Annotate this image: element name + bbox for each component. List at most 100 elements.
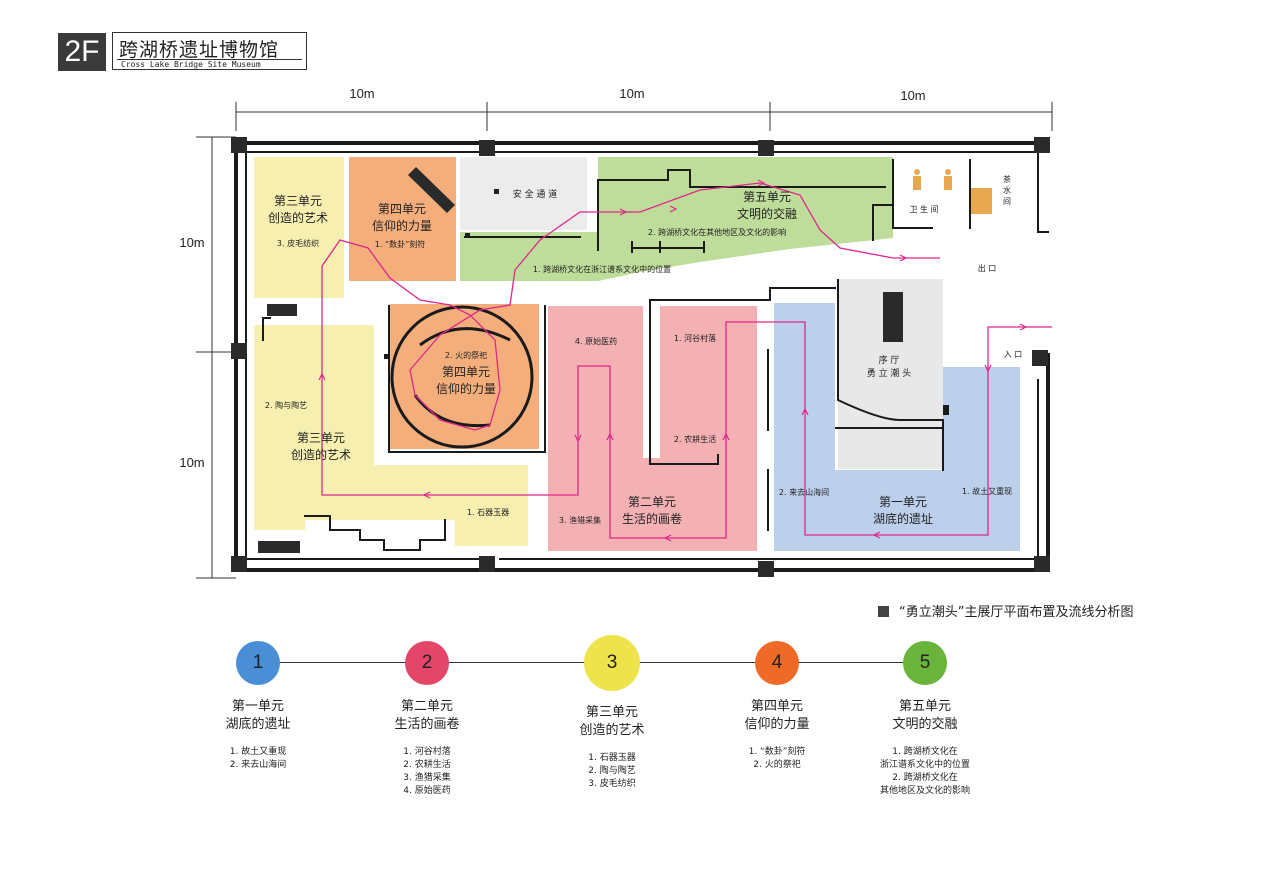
unit-item: 2. 陶与陶艺: [588, 766, 636, 776]
unit2-sub2: 2. 农耕生活: [674, 434, 716, 444]
museum-title-box: 跨湖桥遗址博物馆 Cross Lake Bridge Site Museum: [112, 32, 307, 70]
unit5-sub2: 2. 跨湖桥文化在其他地区及文化的影响: [648, 227, 786, 237]
unit1-title: 湖底的遗址: [873, 511, 933, 526]
unit-number-badge: 5: [903, 641, 947, 685]
zone-safety-passage: [460, 157, 587, 230]
unit-title: 信仰的力量: [744, 717, 810, 732]
timeline-unit-2: 2 第二单元生活的画卷 1. 河谷村落 2. 农耕生活 3. 渔猎采集 4. 原始医药: [337, 641, 517, 798]
unit5-title: 文明的交融: [737, 206, 797, 221]
unit-number-badge: 3: [584, 635, 640, 691]
tea-room-label: 茶 水 间: [1003, 174, 1011, 206]
display-cases: [384, 233, 949, 415]
unit3-upper-title: 创造的艺术: [268, 210, 328, 225]
exit-label: 出 口: [978, 263, 997, 273]
unit-items: 1. 石器玉器 2. 陶与陶艺 3. 皮毛纺织: [522, 752, 702, 791]
dim-top-3: 10m: [900, 88, 925, 103]
zone-unit1: [774, 303, 1020, 551]
zone-unit3-upper: [254, 157, 344, 298]
unit-item: 其他地区及文化的影响: [879, 786, 970, 796]
unit-item: 2. 火的祭祀: [753, 760, 801, 770]
unit-title: 湖底的遗址: [225, 717, 291, 732]
unit-name: 第一单元: [231, 699, 284, 714]
unit4-center-title: 信仰的力量: [436, 381, 496, 396]
floor-badge: 2F: [58, 33, 106, 71]
restroom-label: 卫 生 间: [909, 204, 938, 214]
unit-number-badge: 2: [405, 641, 449, 685]
unit2-name: 第二单元: [628, 495, 676, 509]
diagram-caption: “勇立潮头”主展厅平面布置及流线分析图: [878, 601, 1133, 620]
unit-item: 1. 跨湖桥文化在: [892, 747, 958, 757]
walls: [234, 141, 1050, 572]
tea-room-counter: [970, 188, 992, 214]
unit-item: 2. 来去山海间: [229, 760, 287, 770]
unit4-upper-sub: 1. “数卦”刻符: [375, 239, 425, 249]
dim-top-2: 10m: [619, 86, 644, 101]
dimension-lines: [196, 102, 1053, 579]
unit5-name: 第五单元: [743, 190, 791, 204]
unit3-upper-sub: 3. 皮毛纺织: [277, 238, 319, 248]
unit-name: 第五单元: [898, 699, 951, 714]
unit-item: 4. 原始医药: [403, 786, 451, 796]
unit4-center-sub: 2. 火的祭祀: [445, 350, 487, 360]
unit-title: 创造的艺术: [579, 723, 645, 738]
unit-title: 生活的画卷: [394, 717, 460, 732]
unit3-lower-sub2: 1. 石器玉器: [467, 508, 509, 517]
unit-item: 3. 皮毛纺织: [588, 779, 636, 789]
unit3-upper-name: 第三单元: [274, 194, 322, 208]
unit-item: 2. 跨湖桥文化在: [892, 773, 958, 783]
lobby-title: 勇 立 潮 头: [867, 367, 912, 379]
unit-items: 1. 跨湖桥文化在浙江谱系文化中的位置 2. 跨湖桥文化在其他地区及文化的影响: [835, 746, 1015, 798]
caption-marker: [878, 606, 889, 617]
title-divider: [117, 59, 302, 60]
unit-name: 第三单元: [585, 705, 638, 720]
lobby-name: 序 厅: [879, 354, 900, 366]
entrance-label: 入 口: [1004, 350, 1023, 359]
unit-item: 2. 农耕生活: [403, 760, 451, 770]
unit-item: 1. 石器玉器: [588, 753, 636, 763]
unit5-sub1: 1. 跨湖桥文化在浙江谱系文化中的位置: [533, 264, 671, 274]
caption-text: “勇立潮头”主展厅平面布置及流线分析图: [899, 605, 1134, 620]
museum-title: 跨湖桥遗址博物馆: [119, 39, 280, 61]
museum-subtitle: Cross Lake Bridge Site Museum: [121, 60, 261, 69]
unit2-title: 生活的画卷: [622, 511, 682, 526]
unit-number-badge: 4: [755, 641, 799, 685]
unit3-lower-title: 创造的艺术: [291, 447, 351, 462]
unit2-sub3: 3. 渔猎采集: [559, 515, 601, 525]
restroom-icons: [913, 169, 952, 190]
svg-text:水: 水: [1003, 185, 1011, 195]
unit-name: 第四单元: [750, 699, 803, 714]
zone-unit4-upper: [349, 157, 456, 281]
unit3-lower-name: 第三单元: [297, 431, 345, 445]
unit-item: 1. 河谷村落: [403, 747, 451, 757]
dim-left-2: 10m: [179, 455, 204, 470]
unit-items: 1. 故土又重现 2. 来去山海间: [168, 746, 348, 772]
unit-title: 文明的交融: [892, 717, 958, 732]
unit4-upper-title: 信仰的力量: [372, 218, 432, 233]
unit-name: 第二单元: [400, 699, 453, 714]
safety-passage-label: 安 全 通 道: [513, 188, 558, 200]
svg-text:间: 间: [1003, 197, 1011, 206]
unit2-sub4: 4. 原始医药: [575, 336, 617, 346]
unit-number-badge: 1: [236, 641, 280, 685]
unit2-sub1: 1. 河谷村落: [674, 333, 716, 343]
unit-item: 浙江谱系文化中的位置: [879, 760, 970, 770]
zone-unit2: [548, 306, 757, 551]
unit-items: 1. 河谷村落 2. 农耕生活 3. 渔猎采集 4. 原始医药: [337, 746, 517, 798]
unit1-name: 第一单元: [879, 495, 927, 509]
timeline-unit-3: 3 第三单元创造的艺术 1. 石器玉器 2. 陶与陶艺 3. 皮毛纺织: [522, 635, 702, 791]
unit-item: 1. 故土又重现: [229, 747, 287, 757]
unit-item: 3. 渔猎采集: [403, 773, 451, 783]
columns: [231, 137, 1050, 577]
unit1-sub1: 1. 故土又重现: [962, 486, 1012, 496]
unit1-sub2: 2. 来去山海间: [779, 487, 829, 497]
timeline-unit-1: 1 第一单元湖底的遗址 1. 故土又重现 2. 来去山海间: [168, 641, 348, 772]
route-arrows: [318, 179, 1028, 542]
floor-plan: 10m 10m 10m 10m 10m: [179, 86, 1053, 579]
unit4-upper-name: 第四单元: [378, 202, 426, 216]
timeline-unit-5: 5 第五单元文明的交融 1. 跨湖桥文化在浙江谱系文化中的位置 2. 跨湖桥文化在其他…: [835, 641, 1015, 798]
dim-left-1: 10m: [179, 235, 204, 250]
fire-ritual-ring: [390, 305, 534, 449]
svg-text:茶: 茶: [1003, 174, 1011, 184]
